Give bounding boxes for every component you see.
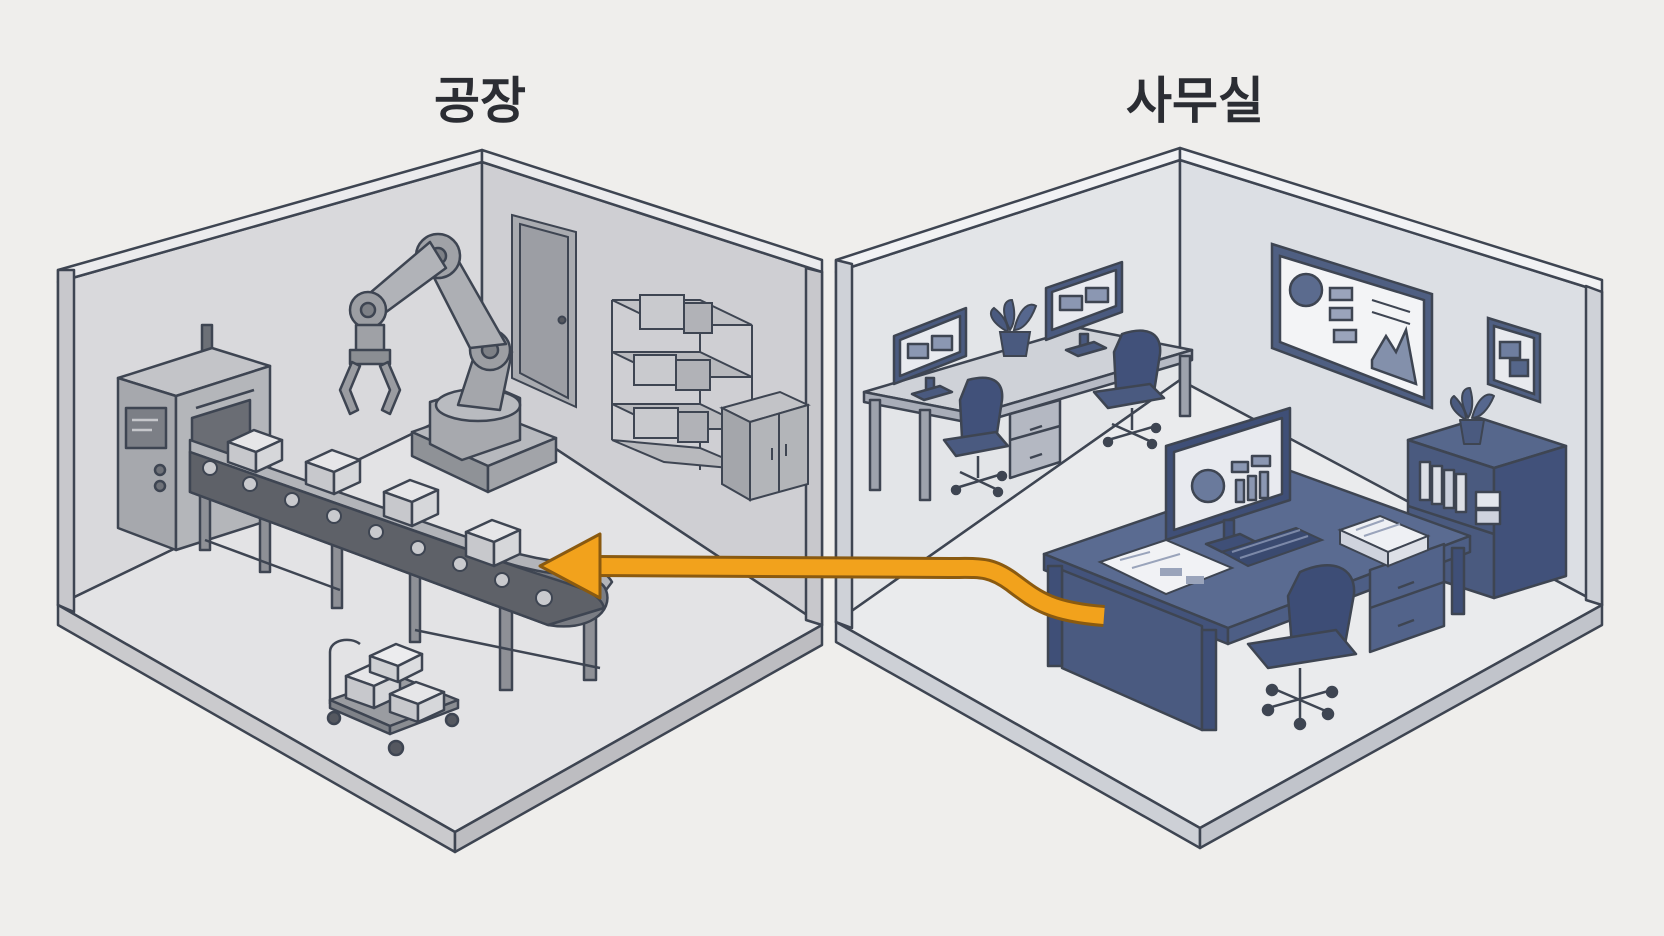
office-right-edge	[1584, 284, 1604, 607]
cabinet-icon	[719, 390, 811, 502]
office-title: 사무실	[1126, 72, 1264, 130]
office-left-edge	[834, 258, 854, 630]
monitor-icon	[1164, 406, 1292, 554]
robot-arm-icon	[338, 232, 558, 494]
office-chair-icon	[1246, 564, 1358, 731]
factory-floor-slab-right	[453, 623, 824, 854]
shelf-icon	[611, 294, 753, 495]
factory-title: 공장	[434, 72, 526, 130]
office-floor-slab-right	[1198, 603, 1604, 850]
conveyor-rollers	[202, 460, 553, 607]
flow-arrow-head	[538, 532, 602, 600]
box-icon	[226, 428, 522, 568]
wall-frame-icon	[1486, 316, 1542, 404]
box-icon	[344, 642, 446, 724]
arrow-left-icon	[538, 532, 1105, 627]
monitor-icon	[892, 260, 1124, 402]
conveyor-belt-icon	[188, 428, 614, 692]
plant-icon	[990, 298, 1038, 357]
plant-icon	[1449, 387, 1495, 445]
whiteboard-icon	[1270, 242, 1434, 410]
cart-icon	[326, 638, 460, 757]
door-icon	[511, 213, 577, 409]
keyboard-icon	[1219, 526, 1325, 568]
document-icon	[1097, 514, 1431, 596]
box-icon	[633, 294, 713, 443]
factory-left-edge	[56, 268, 76, 614]
office-chair-icon	[942, 329, 1166, 498]
